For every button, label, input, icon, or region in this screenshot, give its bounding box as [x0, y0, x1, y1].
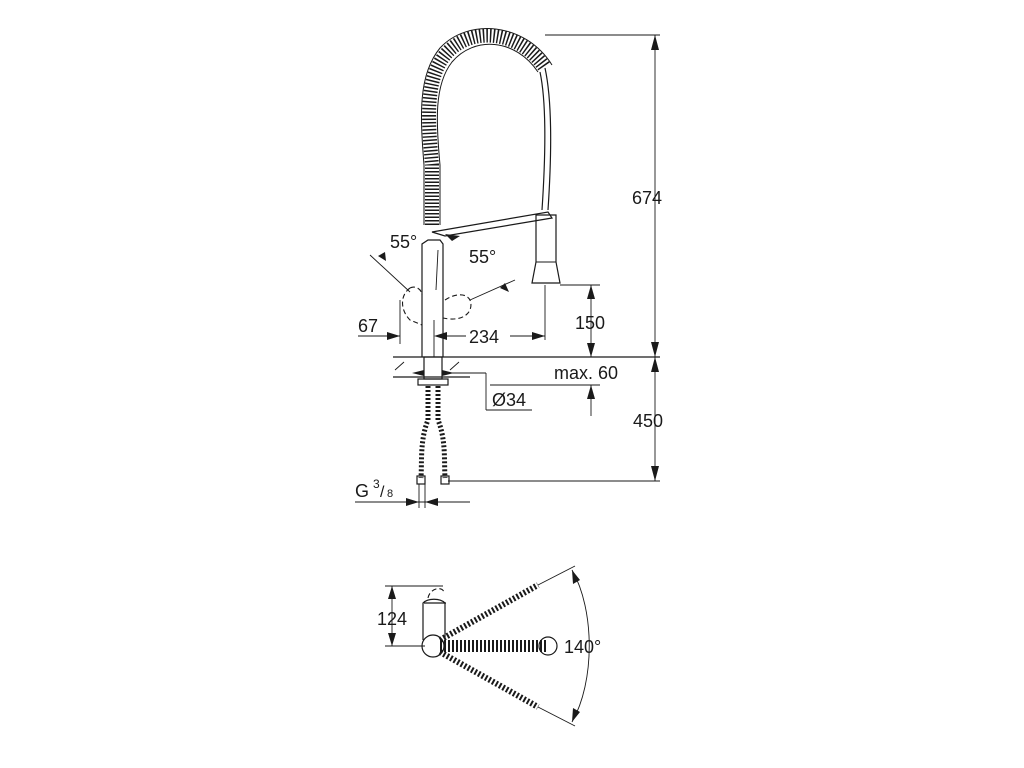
faucet-top-view: [385, 565, 590, 727]
connection-thread-numerator: 3: [373, 477, 380, 491]
hose-length-label: 450: [633, 411, 663, 431]
hole-diameter-label: Ø34: [492, 390, 526, 410]
connection-thread-label: G: [355, 481, 369, 501]
fraction-slash: /: [380, 484, 385, 501]
total-height-label: 674: [632, 188, 662, 208]
top-view-depth-label: 124: [377, 609, 407, 629]
spout-reach-label: 234: [469, 327, 499, 347]
swivel-angle-right-label: 55°: [469, 247, 496, 267]
connection-thread-denominator: 8: [387, 488, 393, 500]
swivel-angle-left-label: 55°: [390, 232, 417, 252]
dimension-lines: [355, 34, 660, 508]
handle-offset-label: 67: [358, 316, 378, 336]
faucet-side-view: [369, 28, 660, 485]
swivel-range-label: 140°: [564, 637, 601, 657]
spout-clearance-label: 150: [575, 313, 605, 333]
max-counter-thickness-label: max. 60: [554, 363, 618, 383]
